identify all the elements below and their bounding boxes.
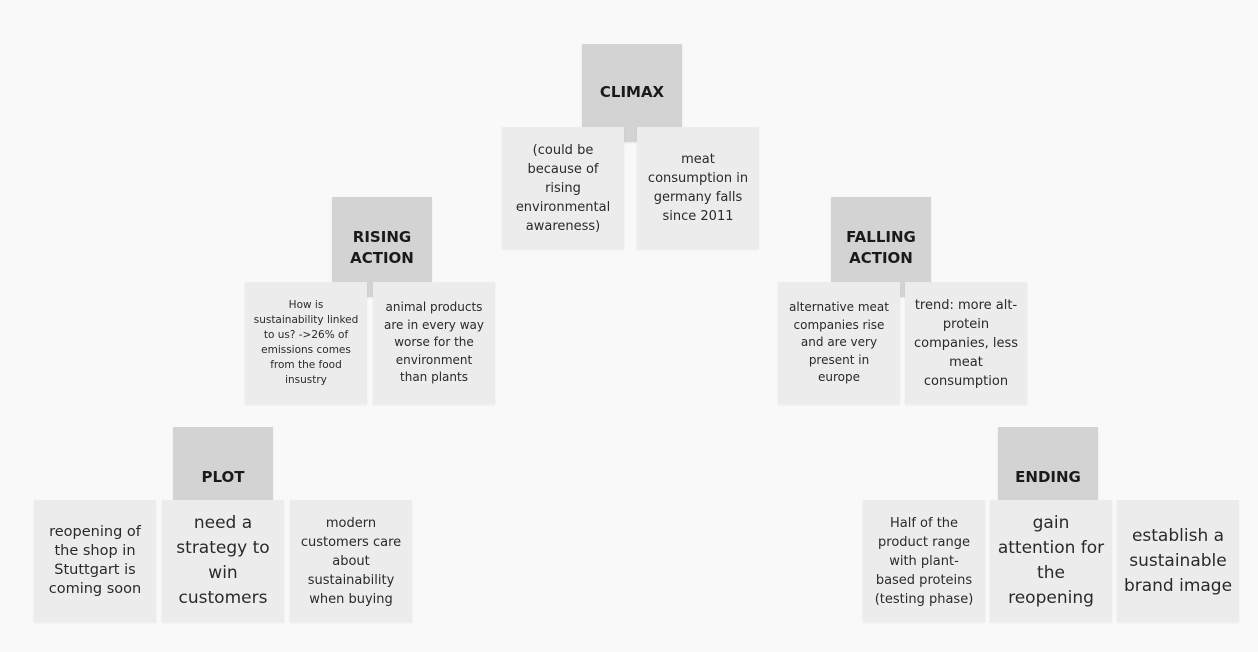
climax-note-1[interactable]: (could be because of rising environmenta…: [502, 127, 624, 249]
falling-action-header[interactable]: FALLING ACTION: [831, 197, 931, 297]
plot-note-2[interactable]: need a strategy to win customers: [162, 500, 284, 622]
falling-action-title: FALLING ACTION: [846, 228, 916, 267]
rising-action-note-1[interactable]: How is sustainability linked to us? ->26…: [245, 282, 367, 404]
falling-action-note-1[interactable]: alternative meat companies rise and are …: [778, 282, 900, 404]
rising-action-note-2[interactable]: animal products are in every way worse f…: [373, 282, 495, 404]
climax-note-2[interactable]: meat consumption in germany falls since …: [637, 127, 759, 249]
ending-note-3[interactable]: establish a sustainable brand image: [1117, 500, 1239, 622]
rising-action-header[interactable]: RISING ACTION: [332, 197, 432, 297]
ending-title: ENDING: [1015, 468, 1081, 486]
climax-title: CLIMAX: [599, 83, 665, 101]
rising-action-title: RISING ACTION: [350, 228, 414, 267]
ending-note-2[interactable]: gain attention for the reopening: [990, 500, 1112, 622]
ending-note-1[interactable]: Half of the product range with plant-bas…: [863, 500, 985, 622]
climax-header[interactable]: CLIMAX: [582, 44, 682, 142]
falling-action-note-2[interactable]: trend: more alt-protein companies, less …: [905, 282, 1027, 404]
plot-note-1[interactable]: reopening of the shop in Stuttgart is co…: [34, 500, 156, 622]
plot-title: PLOT: [201, 468, 245, 486]
plot-note-3[interactable]: modern customers care about sustainabili…: [290, 500, 412, 622]
